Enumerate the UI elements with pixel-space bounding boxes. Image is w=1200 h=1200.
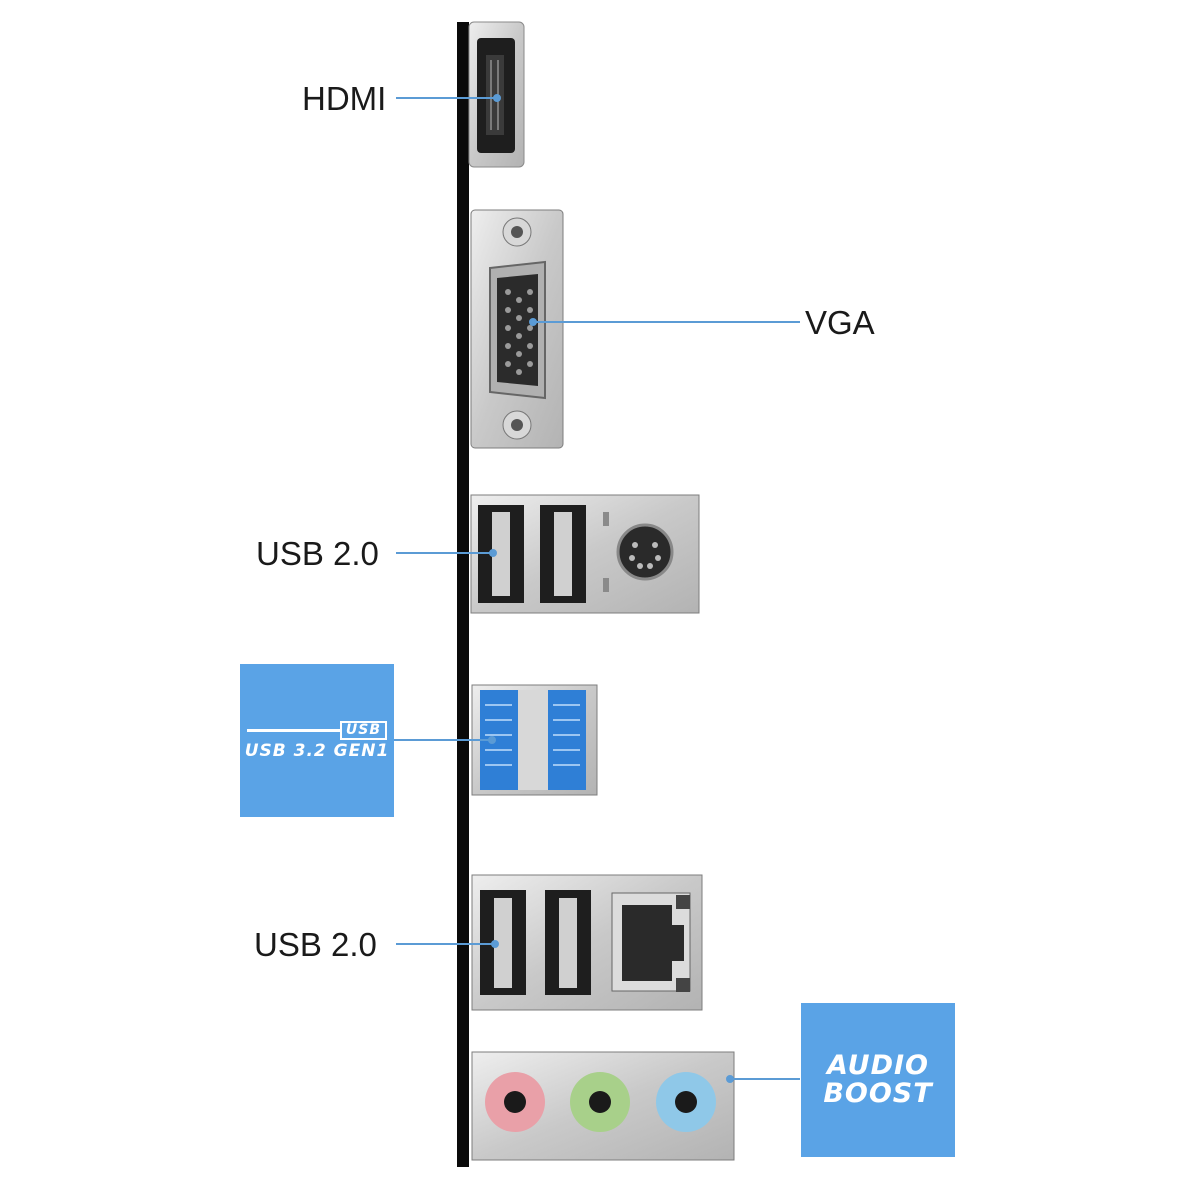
usb20-bottom-label: USB 2.0 [254,926,377,963]
usb-logo-text: USB [339,720,387,740]
vga-label: VGA [805,304,875,341]
backplate-bar [457,22,469,1167]
audio-boost-line2: BOOST [823,1078,933,1109]
audio-boost-line1: AUDIO [826,1049,930,1081]
usb-logo-mark: USB [247,720,387,740]
audio-boost-badge: AUDIO BOOST [801,1003,955,1157]
usb-gen-text: USB 3.2 GEN1 [244,740,390,761]
usb2-ps2-block [470,494,700,614]
usb3-block [471,684,598,796]
usb-3-2-gen1-badge: USB USB 3.2 GEN1 [240,664,394,817]
usb2-lan-block [471,874,703,1011]
audio-block [471,1051,735,1161]
usb20-top-label: USB 2.0 [256,535,379,572]
hdmi-label: HDMI [302,80,387,117]
vga-port [470,209,564,449]
